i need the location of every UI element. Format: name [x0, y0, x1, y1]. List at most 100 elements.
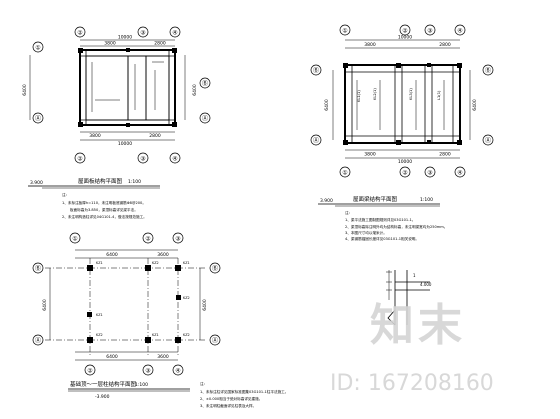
svg-text:Ⓑ: Ⓑ [35, 265, 41, 273]
svg-text:3.900: 3.900 [320, 198, 333, 204]
svg-text:④: ④ [172, 156, 177, 163]
svg-text:③: ③ [175, 236, 180, 243]
svg-text:②: ② [402, 28, 408, 35]
plan-title: 基础顶～一层柱结构平面图 [70, 380, 137, 388]
svg-text:3600: 3600 [157, 354, 169, 360]
svg-text:1、未标注柱详见国家标准图集03G101-1柱平法施工。: 1、未标注柱详见国家标准图集03G101-1柱平法施工。 [200, 389, 288, 394]
svg-text:3、未注明柱截面详见柱表及大样。: 3、未注明柱截面详见柱表及大样。 [200, 403, 256, 408]
column-label: KZ2 [152, 261, 159, 265]
svg-text:④: ④ [457, 28, 462, 35]
svg-text:④: ④ [457, 170, 462, 177]
svg-text:Ⓐ: Ⓐ [35, 337, 41, 345]
svg-text:2、未注明构造柱详见04G101-4，做法按规范施工。: 2、未注明构造柱详见04G101-4，做法按规范施工。 [62, 214, 147, 219]
svg-text:②: ② [87, 368, 93, 375]
svg-text:Ⓑ: Ⓑ [313, 67, 319, 75]
column-label: KZ2 [96, 333, 103, 337]
beam-label: L1(1) [437, 90, 441, 100]
svg-text:10000: 10000 [398, 35, 412, 41]
svg-text:10000: 10000 [398, 159, 412, 165]
grid-label: ② [77, 30, 83, 37]
svg-text:板面标高为3.850，梁顶标高详见梁平法。: 板面标高为3.850，梁顶标高详见梁平法。 [70, 207, 138, 212]
svg-text:①: ① [342, 170, 347, 177]
svg-text:6400: 6400 [106, 354, 118, 360]
svg-text:Ⓐ: Ⓐ [212, 337, 218, 345]
svg-text:1:100: 1:100 [420, 197, 433, 203]
grid-bubble-1 [32, 41, 44, 53]
plan-outline [79, 49, 176, 126]
svg-text:Ⓑ: Ⓑ [485, 67, 491, 75]
grid-label: Ⓑ [202, 80, 208, 88]
svg-text:②: ② [402, 170, 408, 177]
plan-title: 屋面梁结构平面图 [353, 195, 398, 203]
grid-label: ① [35, 45, 40, 52]
grid-label: ③ [140, 30, 145, 37]
svg-text:注：: 注： [200, 381, 207, 386]
dim-seg: 2800 [154, 41, 166, 47]
svg-text:1: 1 [413, 273, 416, 278]
dim-seg: 2800 [149, 133, 161, 139]
svg-text:Ⓑ: Ⓑ [212, 265, 218, 273]
svg-text:2、±0.000相当于绝对标高详见建施。: 2、±0.000相当于绝对标高详见建施。 [200, 396, 262, 401]
column-label: KZ2 [183, 296, 190, 300]
dim-side: 6400 [22, 84, 28, 96]
svg-text:3800: 3800 [364, 152, 376, 158]
elev-label: -3.900 [95, 394, 110, 400]
column-label: KZ1 [96, 261, 103, 265]
svg-text:2800: 2800 [439, 152, 451, 158]
svg-text:6400: 6400 [106, 252, 118, 258]
svg-text:④: ④ [175, 368, 180, 375]
svg-text:Ⓐ: Ⓐ [313, 137, 319, 145]
svg-text:2800: 2800 [439, 42, 451, 48]
grid-label: ④ [172, 30, 177, 37]
svg-text:注：: 注： [62, 192, 69, 197]
plan-bottom-left: ① ② ③ Ⓑ Ⓑ 6400 3600 KZ1 KZ2 KZ1 KZ2 KZ1 … [32, 232, 288, 408]
detail-label: 4.000 [420, 282, 432, 287]
grid-bubble-4 [169, 26, 181, 38]
plan-scale: 1:100 [128, 179, 141, 185]
detail-section: 4.000 1 [386, 270, 432, 326]
grid-bubble-2 [74, 26, 86, 38]
dim-seg: 3800 [89, 133, 101, 139]
svg-text:注：: 注： [345, 210, 352, 215]
plan-title: 屋面板结构平面图 [78, 177, 123, 185]
svg-text:Ⓐ: Ⓐ [485, 137, 491, 145]
svg-text:6400: 6400 [472, 99, 478, 111]
svg-text:1、未标注板厚h=110，未注明板底钢筋Φ8@200。: 1、未标注板厚h=110，未注明板底钢筋Φ8@200。 [62, 200, 146, 205]
plan-top-right: ① ② ③ ④ 10000 3800 2800 KL1(1) KL2(1) KL… [310, 24, 494, 241]
svg-text:6400: 6400 [202, 299, 208, 311]
grid-label: Ⓐ [35, 115, 41, 123]
svg-text:③: ③ [427, 28, 432, 35]
svg-text:①: ① [72, 236, 77, 243]
svg-text:①: ① [342, 28, 347, 35]
plan-outline [344, 64, 461, 144]
beam-label: KL1(1) [357, 90, 361, 102]
dim-seg: 3800 [104, 41, 116, 47]
plan-top-left: ① ② ③ ④ 10000 3800 2800 [22, 26, 211, 219]
grid-label: Ⓐ [202, 115, 208, 123]
svg-text:②: ② [77, 156, 83, 163]
dim-total: 10000 [118, 141, 132, 147]
svg-text:②: ② [145, 236, 151, 243]
elev-label: 3.900 [30, 180, 43, 186]
svg-text:4、梁钢筋锚固长度详见03G101-1相关说明。: 4、梁钢筋锚固长度详见03G101-1相关说明。 [345, 236, 419, 241]
svg-text:6400: 6400 [324, 99, 330, 111]
svg-text:3、本图尺寸均以毫米计。: 3、本图尺寸均以毫米计。 [345, 230, 387, 235]
svg-text:2、梁顶标高除注明外均为结构标高，未注明梁宽均为250mm。: 2、梁顶标高除注明外均为结构标高，未注明梁宽均为250mm。 [345, 224, 447, 229]
svg-text:3800: 3800 [364, 42, 376, 48]
column-label: KZ1 [183, 261, 190, 265]
svg-text:6400: 6400 [42, 299, 48, 311]
column-label: KZ2 [183, 333, 190, 337]
svg-text:③: ③ [145, 368, 150, 375]
svg-text:③: ③ [140, 156, 145, 163]
beam-label: KL3(1) [409, 88, 413, 100]
dim-side: 6400 [192, 84, 198, 96]
column-label: KZ1 [152, 333, 159, 337]
watermark-brand: 知末 [370, 300, 466, 351]
svg-text:③: ③ [427, 170, 432, 177]
dim-total: 10000 [118, 35, 132, 41]
svg-text:1、梁平法施工图制图规则详见03G101-1。: 1、梁平法施工图制图规则详见03G101-1。 [345, 217, 415, 222]
column-label: KZ1 [96, 313, 103, 317]
svg-text:1:100: 1:100 [135, 382, 148, 388]
grid-bubble-3 [137, 26, 149, 38]
